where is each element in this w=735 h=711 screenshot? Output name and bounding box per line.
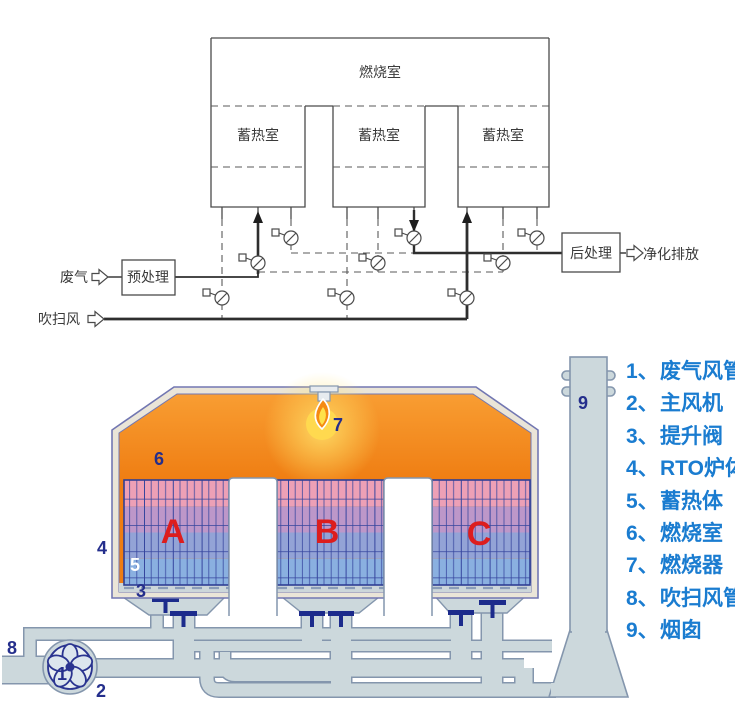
callout-7: 7 xyxy=(333,415,343,435)
combustion-chamber-label: 燃烧室 xyxy=(359,64,401,81)
legend-label: 蓄热体 xyxy=(660,489,723,513)
callout-2: 2 xyxy=(96,681,106,701)
legend-num: 9、 xyxy=(626,619,659,643)
legend-label: 主风机 xyxy=(660,392,723,416)
legend-label: 废气风管 xyxy=(660,360,735,383)
outlet-arrowhead xyxy=(409,220,419,232)
bed-c xyxy=(431,479,531,586)
callout-9: 9 xyxy=(578,393,588,413)
legend-num: 4、 xyxy=(626,457,659,481)
callout-8: 8 xyxy=(7,638,17,658)
legend-label: 吹扫风管 xyxy=(660,586,735,610)
legend-label: 提升阀 xyxy=(660,424,723,448)
discharge-arrow-icon xyxy=(626,244,644,262)
purge-air-label: 吹扫风 xyxy=(38,312,80,328)
chamber-c-letter: C xyxy=(467,515,492,553)
legend-label: 烟囱 xyxy=(660,619,702,643)
pretreatment-label: 预处理 xyxy=(127,270,169,286)
legend-num: 7、 xyxy=(626,554,659,578)
ceramic-beds xyxy=(123,479,531,586)
inlet-arrowhead xyxy=(253,211,263,223)
chamber-a-letter: A xyxy=(161,513,186,551)
main-fan xyxy=(42,639,98,695)
clean-discharge-label: 净化排放 xyxy=(643,247,699,263)
lower-plenum xyxy=(119,583,531,592)
waste-gas-label: 废气 xyxy=(60,270,88,286)
burner xyxy=(306,385,339,440)
chamber-b-letter: B xyxy=(315,513,340,551)
pretreatment-box xyxy=(121,259,176,296)
legend-num: 2、 xyxy=(626,392,659,416)
regenerator-boxes xyxy=(210,106,550,219)
legend-item: 3、提升阀 xyxy=(626,421,735,453)
purge-air-arrow-icon xyxy=(87,310,105,328)
legend-item: 7、燃烧器 xyxy=(626,550,735,582)
posttreatment-label: 后处理 xyxy=(570,246,612,262)
legend-item: 2、主风机 xyxy=(626,388,735,420)
combustion-chamber-box xyxy=(210,37,550,107)
callout-6: 6 xyxy=(154,449,164,469)
waste-gas-arrow-icon xyxy=(91,268,109,286)
flow-schematic: 燃烧室 蓄热室 蓄热室 蓄热室 预处理 后处理 废气 吹扫风 净化排放 xyxy=(38,37,699,328)
legend-item: 4、RTO炉体 xyxy=(626,453,735,485)
legend-num: 1、 xyxy=(626,360,659,383)
legend-num: 8、 xyxy=(626,586,659,610)
legend-num: 6、 xyxy=(626,522,659,546)
valve-array xyxy=(202,228,545,306)
regenerator-c-label: 蓄热室 xyxy=(482,127,524,144)
legend-item: 1、废气风管 xyxy=(626,356,735,388)
bed-a xyxy=(123,479,230,586)
callout-1: 1 xyxy=(57,664,67,684)
legend-label: 燃烧室 xyxy=(660,522,723,546)
lift-valves xyxy=(152,597,506,627)
callout-3: 3 xyxy=(136,581,146,601)
fan-blades-icon xyxy=(46,643,94,688)
purge-arrowhead xyxy=(462,211,472,223)
inactive-dashed-lines xyxy=(211,105,549,319)
active-flow-lines xyxy=(104,210,626,321)
chimney xyxy=(547,356,630,698)
callout-4: 4 xyxy=(97,538,107,558)
legend-num: 5、 xyxy=(626,489,659,513)
regenerator-b-label: 蓄热室 xyxy=(358,127,400,144)
posttreatment-box xyxy=(561,232,621,273)
legend-label: RTO炉体 xyxy=(660,457,735,481)
callout-5: 5 xyxy=(130,555,140,575)
rto-cutaway: A B C 1 2 3 4 5 6 7 8 9 xyxy=(2,356,630,701)
legend: 1、废气风管 2、主风机 3、提升阀 4、RTO炉体 5、蓄热体 6、燃烧室 7… xyxy=(626,356,735,648)
legend-item: 6、燃烧室 xyxy=(626,518,735,550)
bed-b xyxy=(276,479,385,586)
legend-num: 3、 xyxy=(626,424,659,448)
legend-label: 燃烧器 xyxy=(660,554,723,578)
regenerator-a-label: 蓄热室 xyxy=(237,127,279,144)
legend-item: 8、吹扫风管 xyxy=(626,583,735,615)
legend-item: 9、烟囱 xyxy=(626,615,735,647)
support-columns xyxy=(228,477,433,616)
legend-item: 5、蓄热体 xyxy=(626,486,735,518)
